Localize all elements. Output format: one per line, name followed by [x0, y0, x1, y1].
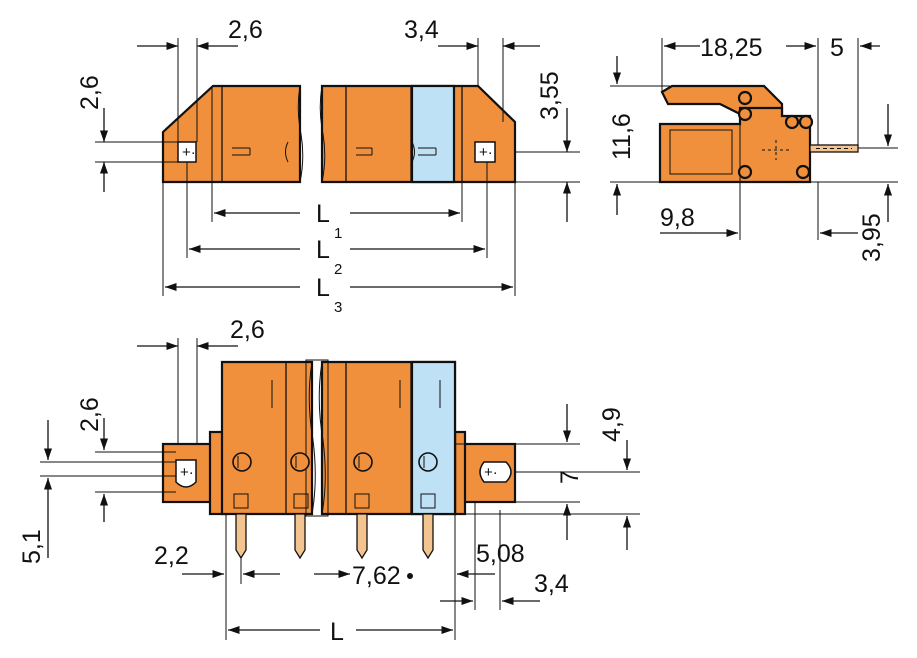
svg-text:+·: +·: [182, 144, 196, 161]
dim-front-top-height: 4,9: [598, 407, 626, 442]
dim-front-flange-height: 2,6: [76, 397, 104, 432]
front-pin-2: [294, 513, 306, 560]
front-screw-2: [290, 452, 310, 472]
side-view: 18,25 5 11,6 9,8 3,95: [608, 34, 898, 262]
dim-l1-sub: 1: [334, 225, 342, 242]
front-screw-3: [353, 452, 373, 472]
dim-top-left-offset: 2,6: [228, 16, 263, 44]
dim-front-right-offset: 3,4: [534, 570, 569, 598]
dim-front-bottom-offset: 5,1: [18, 529, 46, 564]
dim-l3: L: [316, 274, 330, 302]
front-hole-right: [479, 461, 512, 483]
front-pin-4: [422, 513, 434, 560]
top-view: +· +· 2,6 3,4 2,6 3,55 L 1: [76, 16, 580, 316]
top-hole-right: [474, 141, 496, 163]
dim-front-pin-offset: 2,2: [154, 542, 189, 570]
dim-side-top-length: 18,25: [700, 34, 763, 62]
dim-front-pitch: 7,62: [352, 562, 401, 590]
front-hole-left: [175, 459, 197, 488]
dim-l2: L: [316, 236, 330, 264]
front-view: +· +· 2,6 2,6 5,1 4,9 7: [18, 316, 640, 646]
dim-l2-sub: 2: [334, 261, 342, 278]
dim-top-right-height: 3,55: [536, 71, 564, 120]
dim-side-bottom-length: 9,8: [660, 204, 695, 232]
top-break-right: [319, 85, 326, 183]
svg-text:+·: +·: [484, 464, 498, 481]
dim-top-right-offset: 3,4: [404, 16, 439, 44]
dim-front-length: L: [330, 618, 344, 646]
dim-front-flange-width: 2,6: [230, 316, 265, 344]
front-pin-1: [235, 513, 247, 560]
dim-side-pin-offset: 5: [830, 34, 844, 62]
front-blue-marker: [410, 360, 457, 516]
front-screw-4: [418, 452, 438, 472]
front-pin-3: [356, 513, 368, 560]
dim-side-pin-height: 3,95: [858, 213, 886, 262]
dim-front-flange-total: 7: [556, 470, 584, 484]
dim-top-hole-height: 2,6: [76, 75, 104, 110]
front-screw-1: [232, 452, 252, 472]
top-break-left: [297, 85, 304, 183]
front-housing-left: [220, 360, 314, 516]
svg-text:+·: +·: [479, 144, 493, 161]
top-housing-left: [161, 84, 302, 184]
dim-l1: L: [316, 200, 330, 228]
dim-side-total-height: 11,6: [608, 113, 636, 160]
top-blue-marker: [410, 84, 456, 184]
dim-l3-sub: 3: [334, 299, 342, 316]
svg-text:+·: +·: [180, 464, 194, 481]
